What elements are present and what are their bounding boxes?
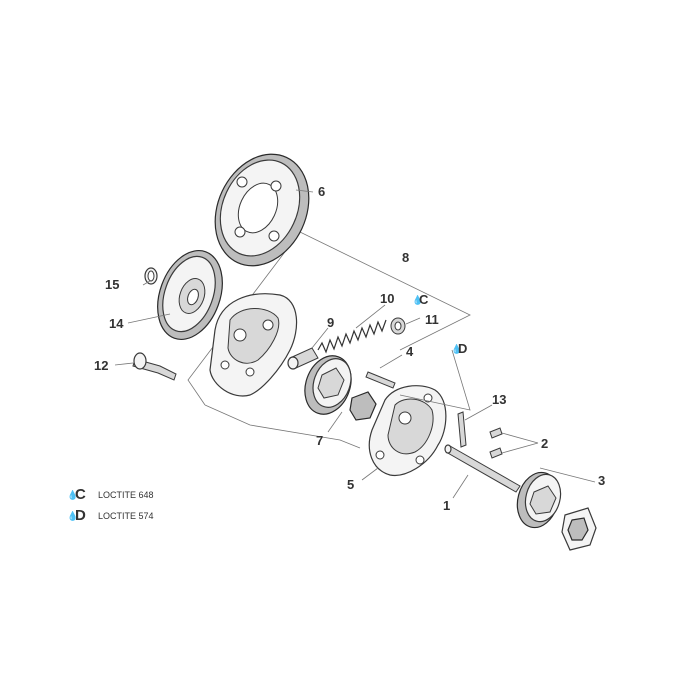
sealant-d-letter: D [458,341,467,356]
callout-8: 8 [402,250,409,265]
callout-9: 9 [327,315,334,330]
sealant-marker-c: 💧 C [412,292,429,307]
legend-text: LOCTITE 574 [98,511,154,521]
callout-11: 11 [425,312,439,327]
callout-4: 4 [406,344,414,359]
callout-3: 3 [598,473,605,488]
part-3-rotor-pair [516,471,597,551]
callout-1: 1 [443,498,450,513]
callout-6: 6 [318,184,325,199]
part-7-rotor-pair [304,355,377,421]
part-4-pin [365,371,396,389]
part-14-gear [157,249,223,341]
callout-10: 10 [380,291,394,306]
sealant-marker-d: 💧 D [451,341,467,356]
callout-12: 12 [94,358,108,373]
drop-icon: 💧 [412,294,423,306]
callout-labels: 1 2 3 4 5 6 7 8 9 10 11 12 13 14 15 [94,184,605,513]
leader-lines [114,189,596,499]
legend-row-d: 💧 D LOCTITE 574 [67,507,154,524]
callout-2: 2 [541,436,548,451]
legend-symbol: C [75,486,86,503]
legend-symbol: D [75,507,86,524]
callout-5: 5 [347,477,354,492]
callout-15: 15 [105,277,119,292]
drop-icon: 💧 [67,489,78,501]
part-1-shaft [444,444,521,493]
drop-icon: 💧 [67,510,78,522]
callout-14: 14 [109,316,124,331]
legend: 💧 C LOCTITE 648 💧 D LOCTITE 574 [67,486,154,524]
pump-body-left [209,293,298,397]
part-12-screw [132,352,177,381]
legend-row-c: 💧 C LOCTITE 648 [67,486,154,503]
drop-icon: 💧 [451,343,462,355]
part-13-pin [457,411,467,448]
part-10-spring [317,319,387,354]
part-9-piston [287,347,319,370]
part-6-large-gear [214,153,310,267]
callout-13: 13 [492,392,506,407]
sealant-c-letter: C [419,292,429,307]
part-11-plug [390,317,406,335]
part-5-pump-body [368,385,447,477]
legend-text: LOCTITE 648 [98,490,154,500]
part-2-pins [489,427,503,459]
callout-7: 7 [316,433,323,448]
part-15-ring [144,267,158,285]
